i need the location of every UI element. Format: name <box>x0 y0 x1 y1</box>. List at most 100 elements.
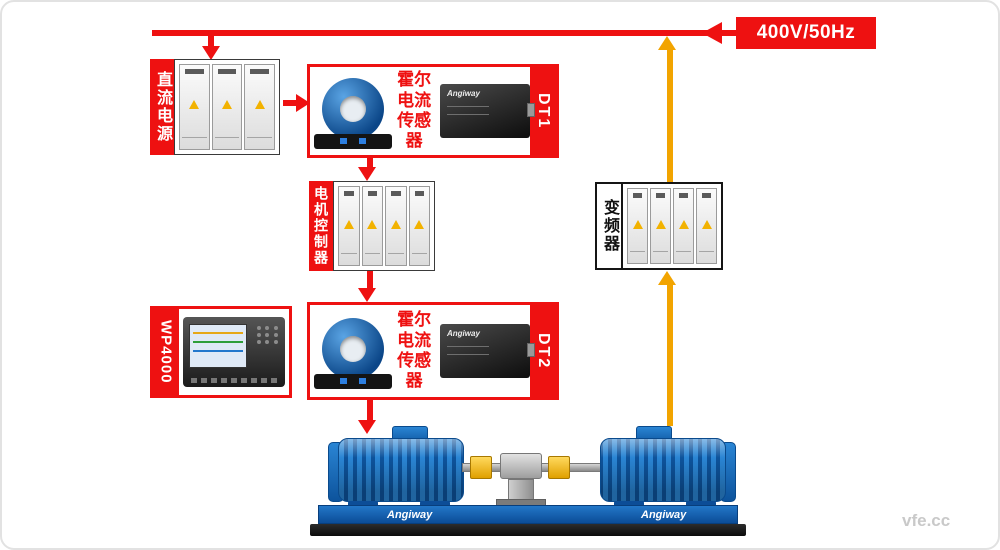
wp4000-analyzer-block: WP4000 <box>150 306 292 398</box>
sensor-ring-icon <box>322 77 385 140</box>
warning-sticker-icon <box>701 220 712 230</box>
waveform-trace <box>193 350 243 352</box>
hall-sensor-caption: 霍尔电流传感器 <box>397 310 432 391</box>
cabinet-panel <box>179 64 210 150</box>
vent <box>656 193 665 198</box>
motor-controller-block: 电机控制器 <box>309 181 435 271</box>
inverter-label: 变频器 <box>597 184 623 268</box>
cabinet-panel <box>338 186 360 266</box>
panel-seam <box>182 137 207 138</box>
shaft-coupling <box>548 456 570 479</box>
sensor-base <box>314 373 393 389</box>
vent <box>344 191 354 196</box>
waveform-trace <box>193 332 243 334</box>
waveform-trace <box>193 341 243 343</box>
panel-seam <box>411 253 427 254</box>
panel-seam <box>447 354 489 355</box>
panel-seam <box>699 251 714 252</box>
vent <box>633 193 642 198</box>
dc-power-supply-cabinet-image <box>174 59 280 155</box>
inverter-to-bus-line <box>667 50 673 182</box>
dt2-to-motor-arrowhead-icon <box>358 420 376 434</box>
vent <box>679 193 688 198</box>
connector-port <box>527 343 535 357</box>
ac-bus-line <box>152 30 736 36</box>
power-analyzer-image <box>183 317 285 387</box>
panel-seam <box>653 251 668 252</box>
motor-body <box>338 438 464 502</box>
warning-sticker-icon <box>222 100 232 110</box>
hall-current-sensor-ring-image <box>310 74 396 149</box>
warning-sticker-icon <box>367 219 378 229</box>
sensor-ring-icon <box>322 317 385 380</box>
cabinet-panel <box>408 186 430 266</box>
analyzer-keypad <box>257 326 279 368</box>
panel-seam <box>341 253 357 254</box>
cabinet-panel <box>673 188 694 264</box>
motor-body <box>600 438 726 502</box>
warning-sticker-icon <box>254 100 265 110</box>
controller-to-dt2-line <box>367 271 373 290</box>
vent <box>367 191 377 196</box>
button-dot <box>257 326 261 330</box>
dt1-to-controller-line <box>367 158 373 169</box>
panel-seam <box>447 346 489 347</box>
wp4000-label: WP4000 <box>153 309 179 395</box>
motor-to-inverter-arrowhead-icon <box>658 271 676 285</box>
dt1-hall-sensor-block: 霍尔电流传感器 Angiway DT1 <box>307 64 559 158</box>
motor-controller-label: 电机控制器 <box>309 181 333 271</box>
transmitter-brand-label: Angiway <box>447 329 480 338</box>
load-motor-right <box>598 426 736 510</box>
panel-seam <box>630 251 645 252</box>
dt2-transmitter-image: Angiway <box>440 324 535 378</box>
button-dot <box>257 340 261 344</box>
inverter-cabinet-image <box>623 184 721 268</box>
vent <box>217 69 237 74</box>
cabinet-panel <box>696 188 717 264</box>
torque-transducer <box>500 453 542 479</box>
warning-sticker-icon <box>390 219 401 229</box>
transmitter-brand-label: Angiway <box>447 89 480 98</box>
controller-to-dt2-arrowhead-icon <box>358 288 376 302</box>
dc-power-supply-label: 直流电源 <box>150 59 174 155</box>
hall-sensor-caption: 霍尔电流传感器 <box>397 70 432 151</box>
test-motor-left <box>328 426 466 510</box>
button-dot <box>265 340 270 344</box>
sensor-base <box>314 133 393 149</box>
dc-to-dt1-line <box>283 100 297 106</box>
motor-controller-cabinet-image <box>333 181 435 271</box>
led-indicator <box>340 138 348 144</box>
bench-brand-label: Angiway <box>641 509 687 521</box>
button-dot <box>273 333 278 337</box>
warning-sticker-icon <box>189 100 200 110</box>
dc-to-dt1-arrowhead-icon <box>296 94 310 112</box>
dc-power-supply-block: 直流电源 <box>150 59 280 155</box>
analyzer-screen <box>189 324 247 368</box>
warning-sticker-icon <box>632 220 643 230</box>
dt1-to-controller-arrowhead-icon <box>358 167 376 181</box>
shaft-coupling <box>470 456 492 479</box>
watermark: vfe.cc <box>902 511 951 530</box>
bus-to-dc-line <box>208 33 214 48</box>
panel-seam <box>447 106 489 107</box>
led-indicator <box>340 378 348 384</box>
button-dot <box>273 340 278 344</box>
wp4000-device-image <box>179 309 289 395</box>
inverter-to-bus-arrowhead-icon <box>658 36 676 50</box>
analyzer-vent <box>191 378 277 383</box>
button-dot <box>257 333 261 337</box>
inverter-block: 变频器 <box>595 182 723 270</box>
motor-to-inverter-line <box>667 284 673 426</box>
cabinet-panel <box>650 188 671 264</box>
warning-sticker-icon <box>343 219 354 229</box>
bus-voltage-label: 400V/50Hz <box>736 17 876 49</box>
led-indicator <box>359 378 367 384</box>
panel-seam <box>388 253 404 254</box>
vent <box>250 69 270 74</box>
vent <box>391 191 401 196</box>
bus-arrowhead-left-icon <box>702 22 722 44</box>
vent <box>702 193 711 198</box>
vent <box>185 69 204 74</box>
bench-brand-label: Angiway <box>387 509 433 521</box>
